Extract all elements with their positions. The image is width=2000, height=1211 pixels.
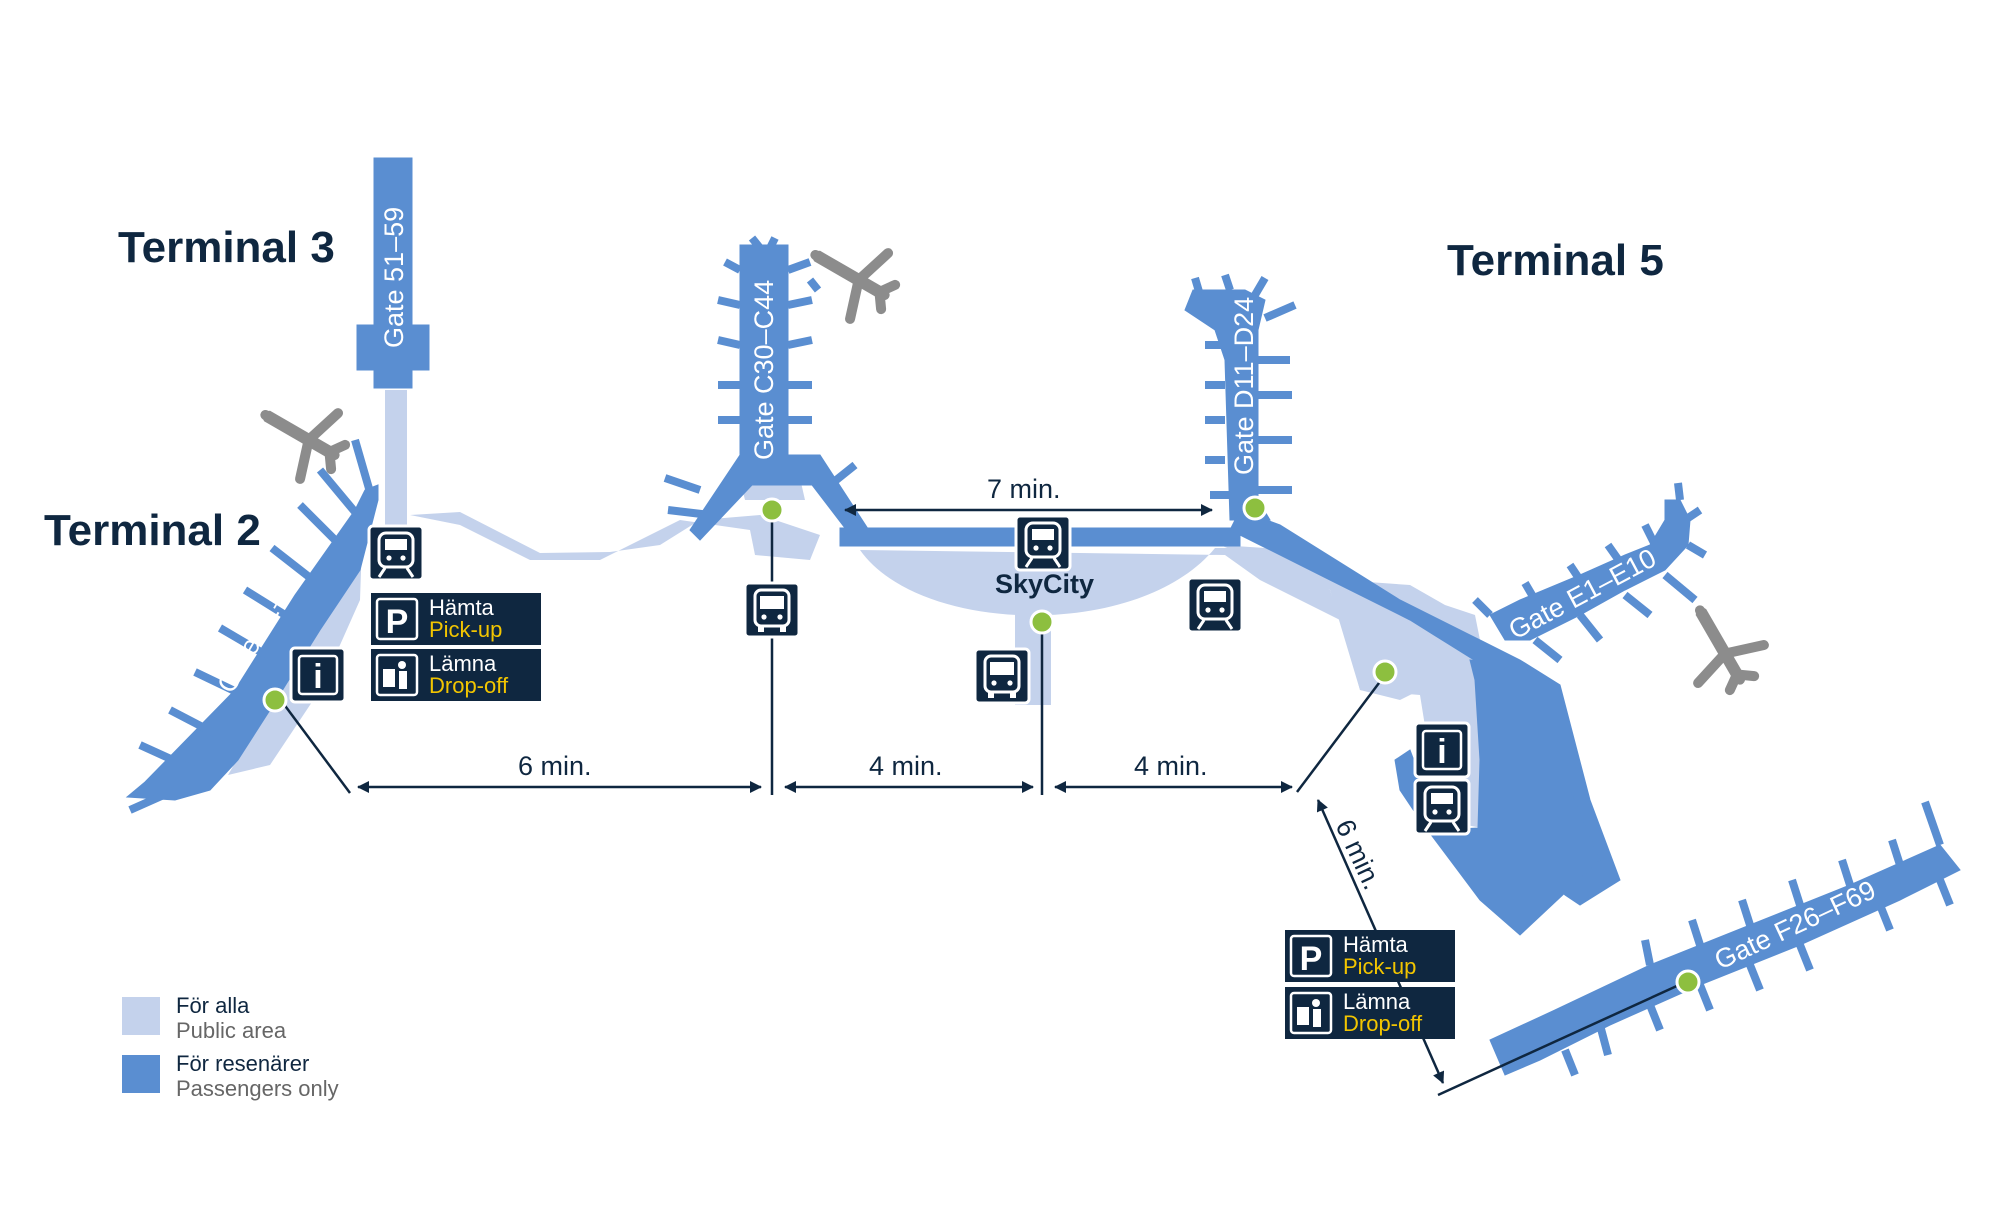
skycity-label: SkyCity <box>995 569 1094 599</box>
walk-point-icon <box>1675 969 1701 995</box>
dropoff-label-en: Drop-off <box>1343 1011 1423 1036</box>
pickup-label-en: Pick-up <box>429 617 502 642</box>
walk-point-icon <box>1242 495 1268 521</box>
train-icon <box>367 524 425 582</box>
drop-off-icon <box>375 653 419 697</box>
walk-point-icon <box>262 687 288 713</box>
dropoff-label-sv: Lämna <box>429 651 497 676</box>
bus-icon <box>743 581 801 639</box>
dropoff-label-sv: Lämna <box>1343 989 1411 1014</box>
airplane-icon <box>794 221 907 330</box>
gate-c30-c44-label: Gate C30–C44 <box>749 280 779 460</box>
walk-point-icon <box>1029 609 1055 635</box>
train-icon <box>1413 778 1471 836</box>
gate-d11-d24-label: Gate D11–D24 <box>1229 297 1259 475</box>
walk-time-t2-to-c: 6 min. <box>518 751 592 781</box>
dropoff-label-en: Drop-off <box>429 673 509 698</box>
legend-public-swatch <box>122 997 160 1035</box>
walk-time-c-to-d: 7 min. <box>987 474 1061 504</box>
legend-passengers-en: Passengers only <box>176 1076 339 1101</box>
walk-time-t5-to-f: 6 min. <box>1330 815 1388 894</box>
airplane-icon <box>244 381 357 490</box>
svg-text:P: P <box>1300 940 1323 978</box>
train-icon <box>1014 514 1072 572</box>
walk-point-icon <box>759 497 785 523</box>
legend-passengers-swatch <box>122 1055 160 1093</box>
svg-text:P: P <box>386 603 409 641</box>
bus-icon <box>973 647 1031 705</box>
info-icon: i <box>289 646 347 704</box>
pickup-label-sv: Hämta <box>1343 932 1409 957</box>
parking-icon: P <box>375 597 419 641</box>
train-icon <box>1186 576 1244 634</box>
pickup-sign-t5: P Hämta Pick-up <box>1285 930 1455 982</box>
gate-51-59-label: Gate 51–59 <box>379 207 409 348</box>
legend-passengers-sv: För resenärer <box>176 1051 309 1076</box>
legend: För alla Public area För resenärer Passe… <box>122 993 339 1101</box>
walk-time-lines <box>281 504 1691 1097</box>
parking-icon: P <box>1289 934 1333 978</box>
airplane-icon <box>1666 589 1775 702</box>
pickup-sign-t2: P Hämta Pick-up <box>371 593 541 645</box>
legend-public-en: Public area <box>176 1018 287 1043</box>
pickup-label-en: Pick-up <box>1343 954 1416 979</box>
terminal-3-title: Terminal 3 <box>118 223 335 272</box>
dropoff-sign-t5: Lämna Drop-off <box>1285 987 1455 1039</box>
info-icon: i <box>1413 721 1471 779</box>
dropoff-sign-t2: Lämna Drop-off <box>371 649 541 701</box>
legend-public-sv: För alla <box>176 993 250 1018</box>
pickup-label-sv: Hämta <box>429 595 495 620</box>
terminal-5-title: Terminal 5 <box>1447 236 1664 285</box>
walk-time-skycity-to-t5: 4 min. <box>1134 751 1208 781</box>
svg-text:i: i <box>1437 733 1446 771</box>
terminal-2-title: Terminal 2 <box>44 506 261 555</box>
svg-text:i: i <box>313 658 322 696</box>
walk-time-c-to-skycity: 4 min. <box>869 751 943 781</box>
walk-point-icon <box>1372 659 1398 685</box>
drop-off-icon <box>1289 991 1333 1035</box>
